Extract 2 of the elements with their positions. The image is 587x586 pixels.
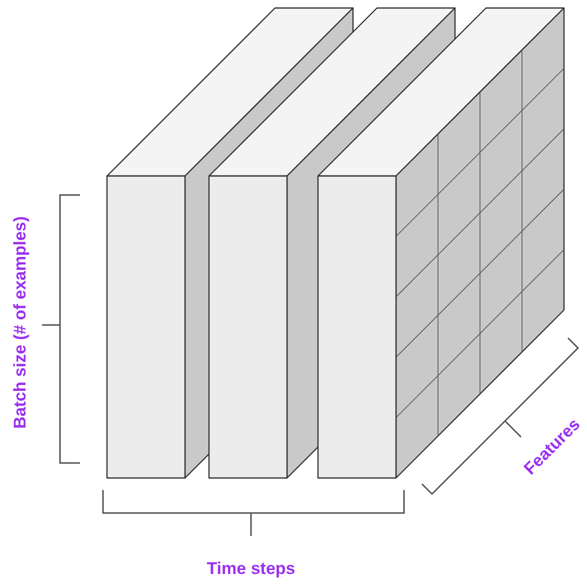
axis-label: Batch size (# of examples) <box>12 215 28 431</box>
axis-label: Time steps <box>206 560 296 577</box>
